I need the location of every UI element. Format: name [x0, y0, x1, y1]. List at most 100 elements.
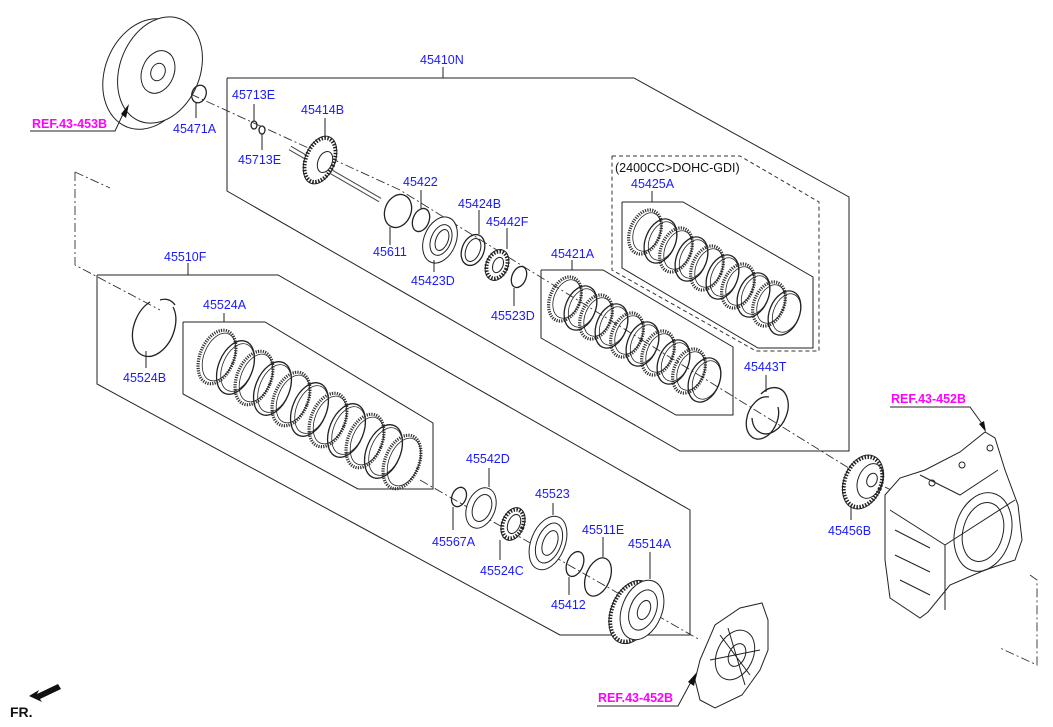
- clutch-plate-inner: [294, 385, 329, 434]
- part-45524b: [131, 298, 177, 368]
- label-45471a[interactable]: 45471A: [173, 122, 217, 136]
- part-45422: [411, 190, 431, 233]
- clutch-plate-inner: [676, 351, 706, 391]
- part-45523d: [510, 265, 528, 306]
- part-45414b: [288, 118, 382, 203]
- label-45443t[interactable]: 45443T: [744, 360, 787, 374]
- ref-arrow-452b-right: [979, 421, 986, 432]
- clutch-plate-inner: [386, 437, 422, 487]
- label-45567a[interactable]: 45567A: [432, 535, 476, 549]
- transmission-cover: [694, 602, 769, 709]
- clutch-plate-inner: [552, 279, 582, 319]
- group-outline-45421a: [540, 269, 734, 416]
- clutch-plate-inner: [678, 239, 709, 279]
- clutch-plate-inner: [368, 427, 403, 476]
- clutch-plate-inner: [632, 212, 662, 252]
- ref-arrow-452b-bottom: [688, 672, 697, 686]
- label-45524c[interactable]: 45524C: [480, 564, 524, 578]
- clutch-plate-inner: [660, 342, 691, 382]
- ref-label-43-452b-right[interactable]: REF.43-452B: [891, 392, 966, 406]
- label-45523d[interactable]: 45523D: [491, 309, 535, 323]
- label-45422[interactable]: 45422: [403, 175, 438, 189]
- part-45423d: [422, 216, 458, 272]
- variant-note: (2400CC>DOHC-GDI): [615, 161, 740, 175]
- label-45514a[interactable]: 45514A: [628, 537, 672, 551]
- clutch-plate-inner: [201, 332, 237, 382]
- group-outline-45425a: [621, 201, 814, 349]
- label-45414b[interactable]: 45414B: [301, 103, 344, 117]
- clutch-plate-inner: [647, 221, 678, 261]
- front-arrow-icon: [29, 684, 61, 702]
- label-45511e[interactable]: 45511E: [582, 523, 624, 537]
- label-45713e-upper[interactable]: 45713E: [232, 88, 275, 102]
- part-45514a: [608, 552, 665, 645]
- centerline-left-top: [74, 171, 111, 189]
- label-45542d[interactable]: 45542D: [466, 452, 510, 466]
- clutch-plate-inner: [238, 353, 274, 403]
- clutch-plate-inner: [756, 284, 786, 324]
- label-45425a[interactable]: 45425A: [631, 177, 675, 191]
- clutch-pack-45425a: [627, 208, 802, 336]
- assembly-outline-45410n: [226, 77, 850, 452]
- label-45421a[interactable]: 45421A: [551, 247, 595, 261]
- ref-arrow-453b: [121, 104, 129, 118]
- label-45524a[interactable]: 45524A: [203, 298, 247, 312]
- centerline-left: [74, 172, 161, 311]
- part-45456b: [841, 454, 885, 520]
- clutch-pack-45524a: [196, 328, 423, 491]
- clutch-plate-inner: [740, 275, 771, 315]
- part-45412: [565, 550, 585, 595]
- part-45471a: [191, 84, 207, 118]
- ref-label-43-453b[interactable]: REF.43-453B: [32, 117, 107, 131]
- torque-converter: [102, 16, 203, 130]
- clutch-plate-inner: [663, 230, 693, 270]
- part-45567a: [450, 486, 468, 530]
- clutch-plate-inner: [331, 406, 366, 455]
- clutch-plate-inner: [312, 395, 348, 445]
- label-assembly-45510f[interactable]: 45510F: [164, 250, 207, 264]
- clutch-plate-inner: [709, 257, 740, 297]
- centerline-right: [999, 574, 1038, 666]
- orientation-label: FR.: [10, 704, 33, 720]
- assembly-outline-45510f: [96, 274, 691, 636]
- clutch-pack-45421a: [547, 275, 722, 403]
- clutch-plate-inner: [275, 374, 311, 424]
- label-45524b[interactable]: 45524B: [123, 371, 166, 385]
- clutch-plate-inner: [645, 333, 675, 373]
- clutch-plate-inner: [691, 360, 722, 400]
- label-45424b[interactable]: 45424B: [458, 197, 501, 211]
- clutch-plate-inner: [725, 266, 755, 306]
- part-45524c: [499, 507, 526, 560]
- clutch-plate-inner: [694, 248, 724, 288]
- clutch-plate-inner: [629, 324, 660, 364]
- part-45611: [383, 193, 413, 245]
- variant-outline: [611, 155, 820, 352]
- part-45511e: [583, 537, 613, 597]
- clutch-plate-inner: [257, 364, 292, 413]
- part-45424b: [460, 210, 486, 267]
- label-45713e-lower[interactable]: 45713E: [238, 153, 281, 167]
- ref-leader-452b-bottom: [597, 679, 693, 707]
- label-45442f[interactable]: 45442F: [486, 215, 529, 229]
- part-45443t: [745, 375, 789, 440]
- part-45442f: [484, 228, 510, 281]
- ref-label-43-452b-bottom[interactable]: REF.43-452B: [598, 691, 673, 705]
- clutch-plate-inner: [567, 288, 598, 328]
- part-45713e-pair: [250, 104, 266, 150]
- clutch-plate-inner: [583, 297, 613, 337]
- ref-leader-453b: [30, 111, 125, 132]
- label-45523[interactable]: 45523: [535, 487, 570, 501]
- clutch-plate-inner: [598, 306, 629, 346]
- part-45542d: [465, 468, 497, 529]
- group-outline-45524a: [182, 321, 434, 490]
- clutch-plate-inner: [349, 416, 385, 466]
- label-45456b[interactable]: 45456B: [828, 524, 871, 538]
- label-assembly-45410n[interactable]: 45410N: [420, 53, 464, 67]
- label-45611[interactable]: 45611: [373, 245, 407, 259]
- ref-leader-452b-right: [890, 406, 984, 426]
- label-45423d[interactable]: 45423D: [411, 274, 455, 288]
- label-45412[interactable]: 45412: [551, 598, 586, 612]
- clutch-plate-inner: [220, 343, 255, 392]
